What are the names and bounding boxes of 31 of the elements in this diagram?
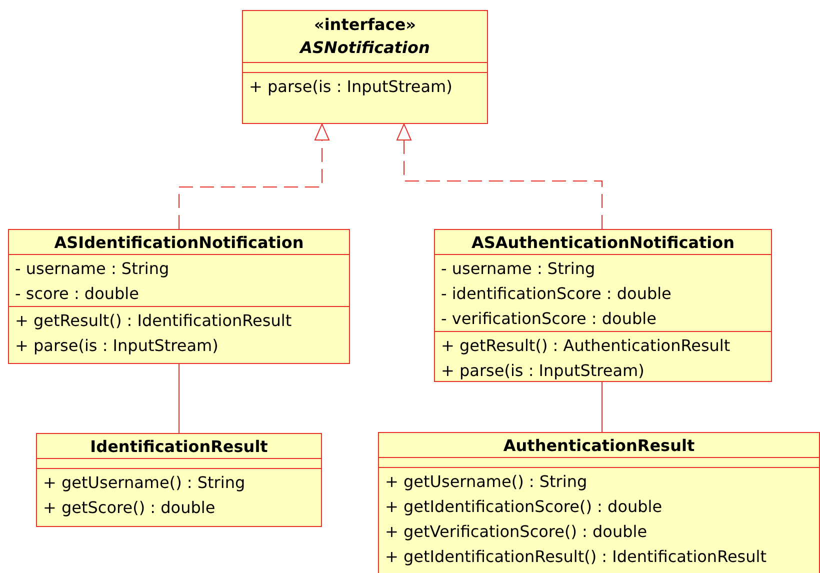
attribute-text: - username : String — [15, 258, 170, 280]
operation-text: + parse(is : InputStream) — [15, 335, 220, 357]
operation-text: + getIdentificationResult() : IdentificationResult — [385, 546, 768, 568]
realization-arrow — [396, 124, 602, 230]
attribute-text: - score : double — [15, 283, 140, 305]
class-box — [378, 432, 820, 573]
operation-text: + parse(is : InputStream) — [441, 360, 646, 381]
operation-text: + getScore() : double — [43, 497, 216, 519]
operation-text: + getResult() : AuthenticationResult — [441, 335, 732, 357]
attribute-text: - verificationScore : double — [441, 308, 658, 330]
association-line — [178, 364, 180, 434]
class-name: AuthenticationResult — [502, 435, 696, 457]
operation-text: + getUsername() : String — [43, 472, 246, 494]
class-name: IdentificationResult — [89, 436, 269, 458]
operation-text: + parse(is : InputStream) — [249, 76, 454, 98]
stereotype-label: «interface» — [312, 14, 418, 36]
operation-text: + getResult() : IdentificationResult — [15, 310, 293, 332]
class-box — [8, 229, 350, 364]
attribute-text: - identificationScore : double — [441, 283, 672, 305]
operation-text: + getIdentificationScore() : double — [385, 496, 664, 518]
class-name: ASNotification — [298, 37, 431, 59]
class-box — [242, 10, 488, 124]
class-name: ASAuthenticationNotification — [470, 232, 736, 254]
attribute-text: - username : String — [441, 258, 596, 280]
realization-arrow — [178, 124, 330, 230]
class-box — [434, 229, 772, 382]
operation-text: + getUsername() : String — [385, 471, 588, 493]
operation-compartment — [435, 331, 771, 381]
operation-text: + getVerificationScore() : double — [385, 521, 648, 543]
class-name: ASIdentificationNotification — [53, 232, 305, 254]
class-box — [36, 433, 322, 527]
